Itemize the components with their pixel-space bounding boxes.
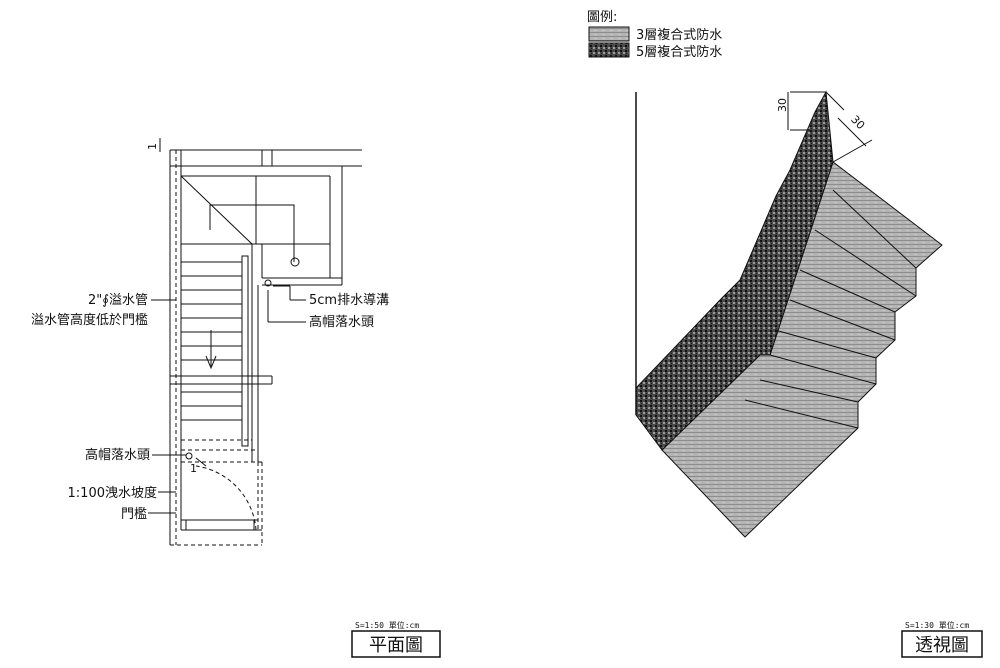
legend-label-3-layer: 3層複合式防水 [636,27,722,43]
plan-view: 1 [146,138,362,546]
label-slope: 1:100洩水坡度 [68,485,157,501]
plan-title-block: S=1:50 單位:cm 平面圖 [351,620,441,658]
plan-leaders [148,285,306,514]
legend: 圖例: 3層複合式防水 5層複合式防水 [587,10,722,60]
plan-labels: 2"∮溢水管 溢水管高度低於門檻 5cm排水導溝 高帽落水頭 高帽落水頭 1:1… [31,293,389,522]
plan-title-box [351,630,441,658]
legend-title: 圖例: [587,10,617,25]
label-drain-channel: 5cm排水導溝 [309,293,389,308]
plan-dim-top: 1 [146,143,159,150]
persp-dim-vertical: 30 [776,98,789,112]
perspective-title-block: S=1:30 單位:cm 透視圖 [901,620,983,658]
perspective-scale: S=1:30 單位:cm [905,620,969,630]
perspective-view: 30 30 [635,90,943,538]
label-drain-head-right: 高帽落水頭 [309,314,374,330]
label-threshold: 門檻 [121,506,147,522]
perspective-title-box [901,630,983,658]
legend-swatch-3-layer [588,26,630,42]
plan-dim-small: 1 [190,462,197,475]
plan-scale: S=1:50 單位:cm [355,620,419,630]
legend-swatch-5-layer [588,42,630,58]
label-overflow-note: 溢水管高度低於門檻 [31,312,148,328]
label-overflow-pipe: 2"∮溢水管 [88,293,148,308]
persp-dim-diagonal: 30 [848,113,867,132]
plan-title: 平面圖 [369,635,423,656]
label-drain-head-left: 高帽落水頭 [85,447,150,463]
perspective-title: 透視圖 [915,635,969,656]
legend-label-5-layer: 5層複合式防水 [636,44,722,60]
